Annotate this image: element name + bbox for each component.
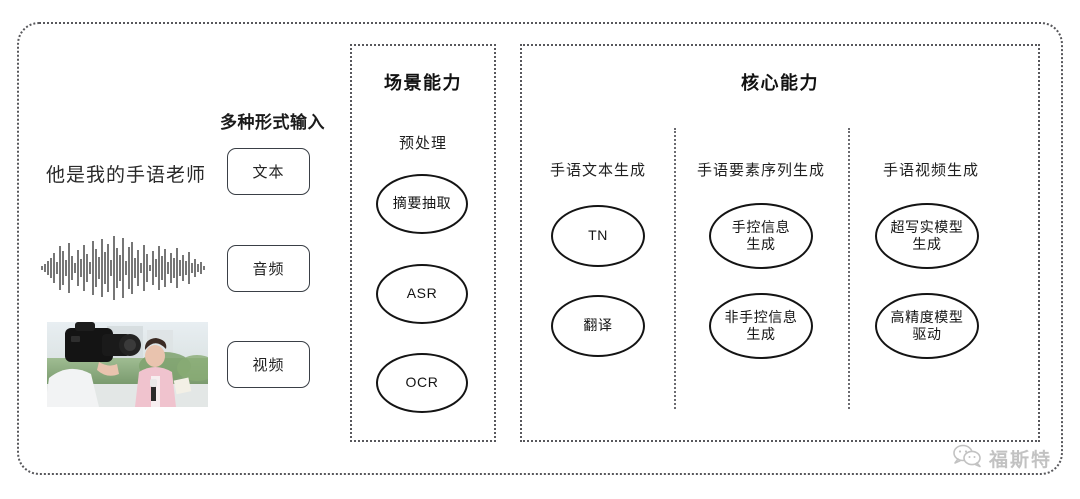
node-core-0-1[interactable]: 翻译 [551, 295, 645, 357]
modality-box-audio[interactable]: 音频 [227, 245, 310, 292]
scene-panel-title: 场景能力 [384, 73, 462, 93]
core-column-label-1: 手语要素序列生成 [696, 162, 825, 179]
node-core-1-0[interactable]: 手控信息生成 [709, 203, 813, 269]
node-core-1-1[interactable]: 非手控信息生成 [709, 293, 813, 359]
node-core-2-0[interactable]: 超写实模型生成 [875, 203, 979, 269]
scene-group-label-preprocess: 预处理 [398, 135, 447, 152]
wechat-bubbles-icon [952, 444, 982, 473]
outer-frame [17, 22, 1063, 475]
watermark: 福斯特 [952, 444, 1052, 473]
sample-sentence-text: 他是我的手语老师 [46, 165, 207, 186]
modality-box-video[interactable]: 视频 [227, 341, 310, 388]
core-column-divider-2 [848, 128, 850, 409]
node-scene-2[interactable]: OCR [376, 353, 468, 413]
modality-box-text[interactable]: 文本 [227, 148, 310, 195]
core-column-label-0: 手语文本生成 [549, 162, 646, 179]
core-panel-title: 核心能力 [741, 73, 819, 93]
video-thumbnail-image [47, 322, 208, 407]
node-core-2-1[interactable]: 高精度模型驱动 [875, 293, 979, 359]
core-capability-panel [520, 44, 1040, 442]
core-column-divider-1 [674, 128, 676, 409]
scene-capability-panel [350, 44, 496, 442]
node-scene-1[interactable]: ASR [376, 264, 468, 324]
core-column-label-2: 手语视频生成 [882, 162, 979, 179]
input-section-caption: 多种形式输入 [220, 113, 325, 132]
watermark-text: 福斯特 [988, 450, 1052, 471]
node-core-0-0[interactable]: TN [551, 205, 645, 267]
audio-waveform-icon [40, 232, 208, 304]
node-scene-0[interactable]: 摘要抽取 [376, 174, 468, 234]
